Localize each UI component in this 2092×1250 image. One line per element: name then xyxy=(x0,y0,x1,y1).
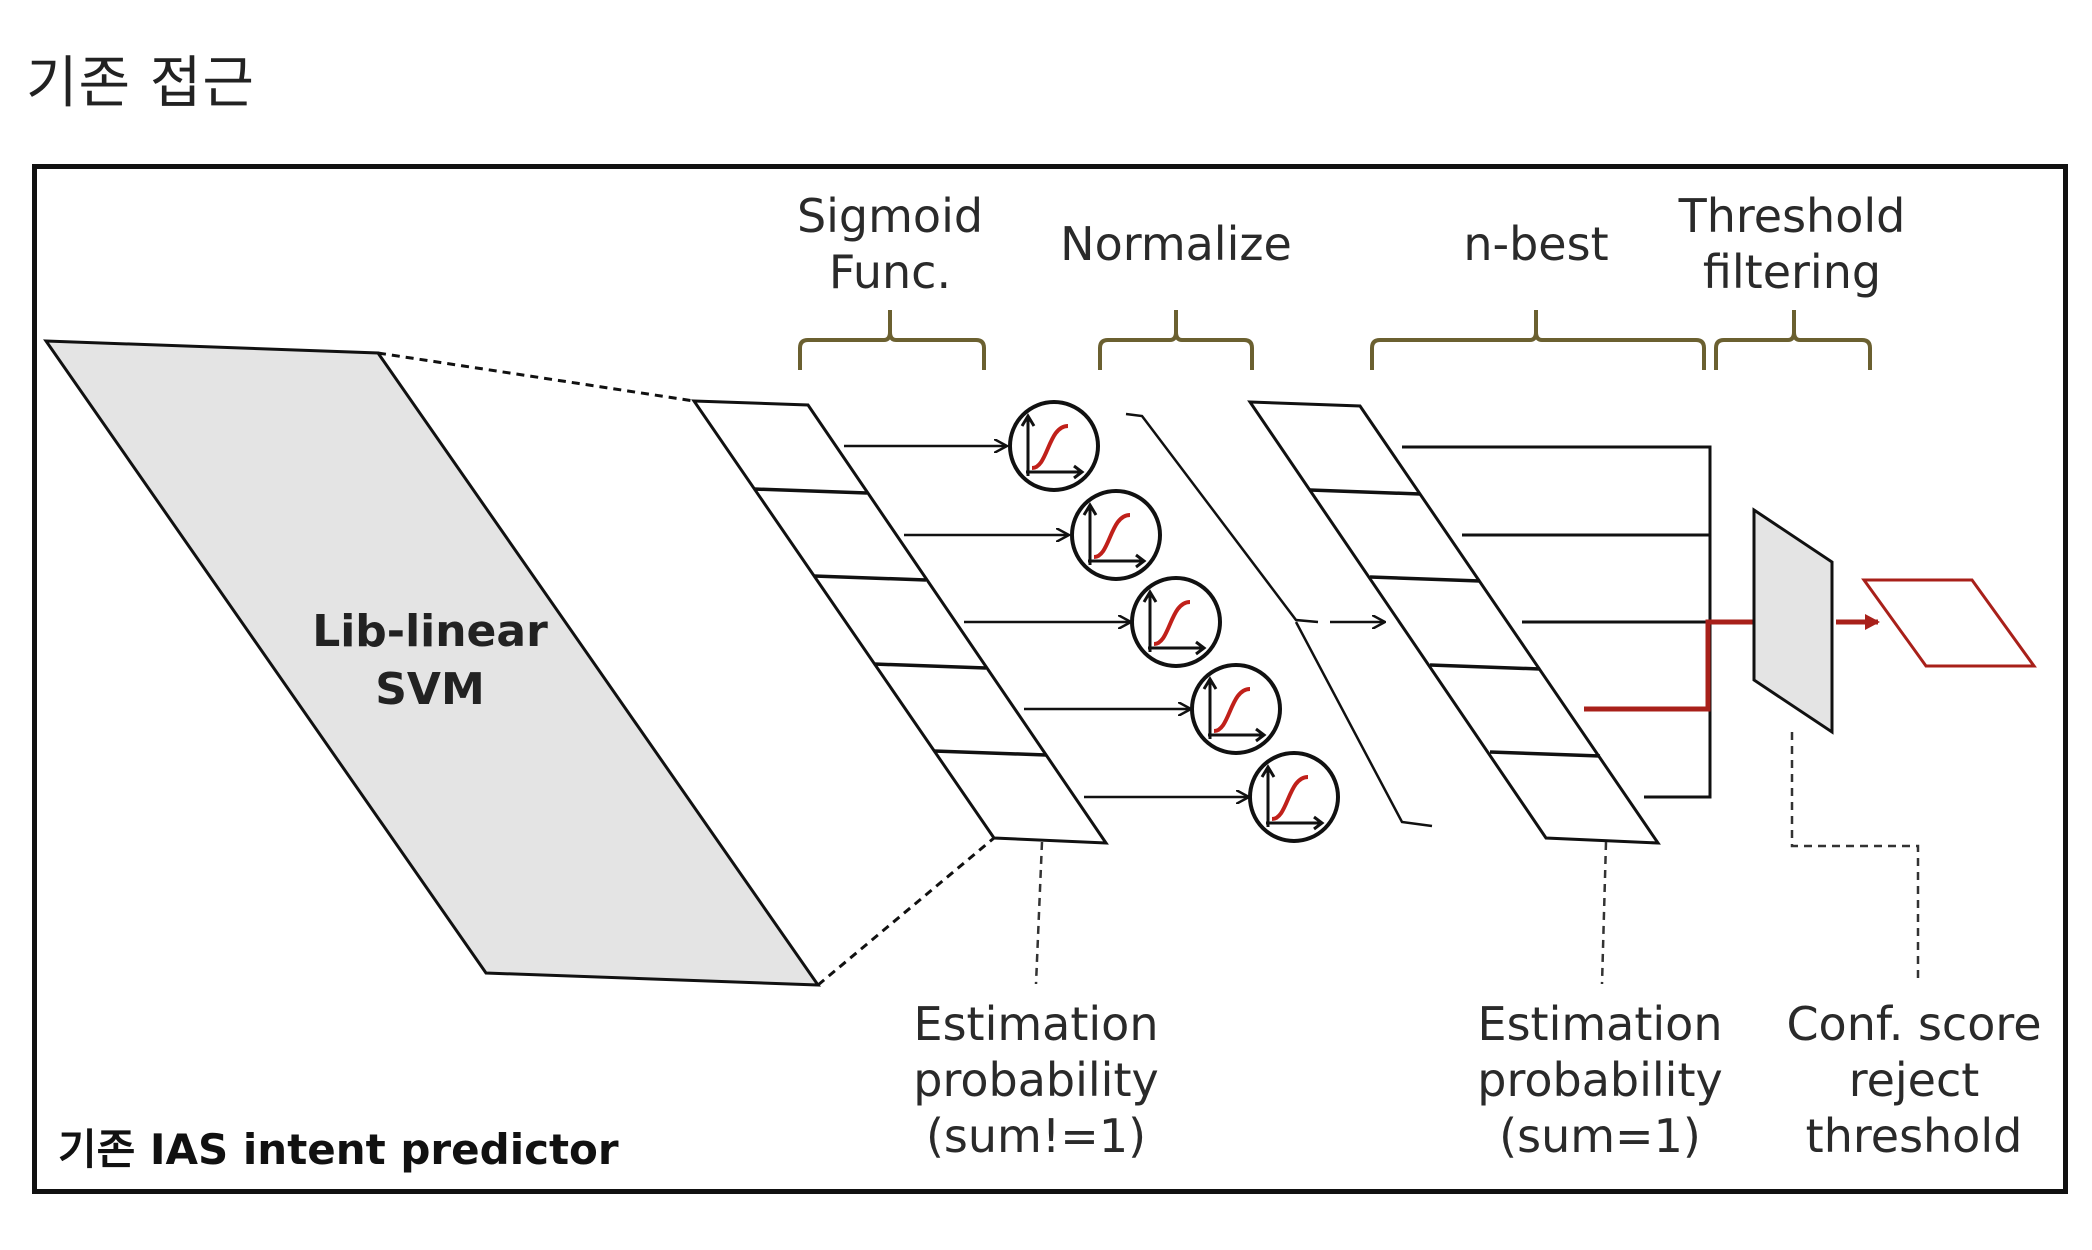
stage-label-sigmoid-line2: Func. xyxy=(829,245,951,299)
stage-label-sigmoid-line1: Sigmoid xyxy=(797,189,983,243)
svm-label-line1: Lib-linear xyxy=(312,606,548,657)
svm-block xyxy=(43,339,821,987)
brace-nbest xyxy=(1370,310,1706,370)
sigmoid-icon xyxy=(1190,663,1282,755)
leader-threshold xyxy=(1790,732,1920,984)
projection-line-top xyxy=(377,351,695,403)
output-block xyxy=(1861,578,2037,668)
note-raw-line1: Estimation xyxy=(914,997,1159,1051)
note-normalized-line1: Estimation xyxy=(1478,997,1723,1051)
sigmoid-icon xyxy=(1008,400,1100,492)
projection-line-bottom xyxy=(817,836,995,987)
note-normalized-line2: probability xyxy=(1477,1053,1722,1107)
brace-normalize xyxy=(1098,310,1254,370)
brace-sigmoid xyxy=(798,310,986,370)
sigmoid-icon xyxy=(1130,576,1222,668)
stage-label-normalize: Normalize xyxy=(1060,217,1292,271)
note-normalized-line3: (sum=1) xyxy=(1499,1109,1701,1163)
sigmoid-icon xyxy=(1070,489,1162,581)
brace-threshold xyxy=(1714,310,1872,370)
leader-normalized xyxy=(1600,841,1608,985)
sigmoid-icon xyxy=(1248,751,1340,843)
stage-label-nbest: n-best xyxy=(1463,217,1608,271)
leader-raw xyxy=(1034,841,1044,985)
normalized-vector xyxy=(1247,400,1661,845)
svm-label-line2: SVM xyxy=(375,664,485,715)
stage-label-threshold-line2: filtering xyxy=(1703,245,1881,299)
diagram-caption: 기존 IAS intent predictor xyxy=(58,1125,619,1174)
normalize-bracket xyxy=(1125,412,1433,828)
raw-output-vector xyxy=(691,399,1109,845)
diagram-frame xyxy=(32,164,2068,1194)
note-conf-line3: threshold xyxy=(1806,1109,2023,1163)
note-conf-line1: Conf. score xyxy=(1786,997,2041,1051)
threshold-filter-panel xyxy=(1752,507,1834,735)
page-title: 기존 접근 xyxy=(26,51,255,116)
stage-label-threshold-line1: Threshold xyxy=(1678,189,1906,243)
note-raw-line2: probability xyxy=(913,1053,1158,1107)
nbest-selected-path xyxy=(1584,619,1776,712)
note-conf-line2: reject xyxy=(1849,1053,1980,1107)
note-raw-line3: (sum!=1) xyxy=(926,1109,1146,1163)
